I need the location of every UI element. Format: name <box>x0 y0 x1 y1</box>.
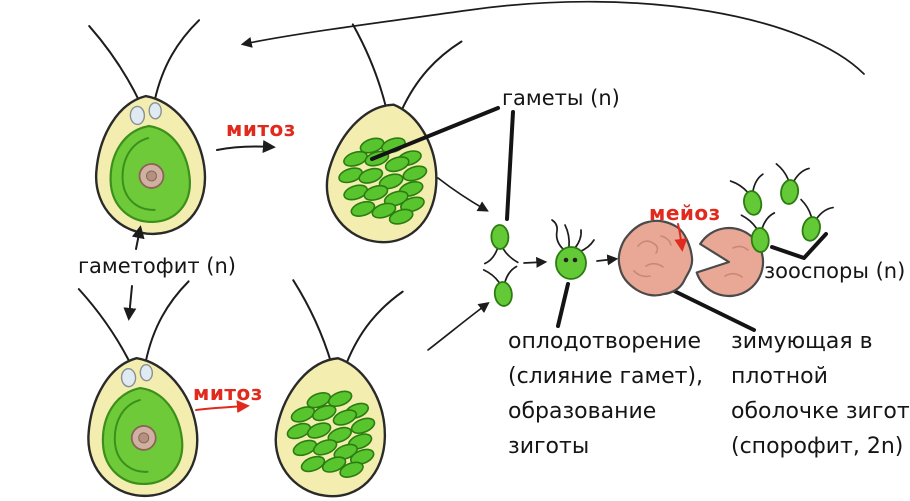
gametophyte-arrow-down <box>123 285 137 321</box>
arrow-gametes-to-fusion <box>523 256 548 268</box>
arrow-fusion-to-zygote <box>596 254 619 266</box>
gametophyte-arrow-up <box>131 225 145 250</box>
zoospore-4 <box>790 198 834 246</box>
arrow-bottomcell-to-gametes <box>427 302 490 351</box>
gamete-filled-cell-bottom <box>268 278 403 501</box>
zoospore-2 <box>770 162 810 207</box>
zoospore-1 <box>729 173 772 220</box>
meiosis-arrow <box>674 223 688 252</box>
cycle-return-arrow <box>240 0 865 75</box>
opened-zygote <box>695 226 765 298</box>
annotation-line: оплодотворение <box>508 329 701 354</box>
annotation-line: зимующая в <box>731 329 873 354</box>
annotation-line: плотной <box>731 364 828 389</box>
label-gametes: гаметы (n) <box>502 86 620 110</box>
zoospores-pointer-line <box>770 232 828 260</box>
arrow-topcell-to-gametes <box>437 177 489 212</box>
mitosis-arrow-bottom <box>195 400 250 414</box>
annotation-line: (спорофит, 2n) <box>731 434 904 459</box>
gamete-top <box>482 223 519 265</box>
annotation-line: образование <box>508 399 657 424</box>
mitosis-arrow-top <box>216 139 276 153</box>
label-zoospores: зооспоры (n) <box>764 259 906 283</box>
annotation-line: зиготы <box>508 434 590 459</box>
annotation-winter-zygote: зимующая в плотной оболочке зигота (спор… <box>731 324 910 464</box>
gametophyte-cell-bottom <box>79 281 200 498</box>
label-mitosis-bottom: митоз <box>193 381 263 405</box>
label-mitosis-top: митоз <box>226 117 296 141</box>
fusing-gametes-cell <box>551 219 595 280</box>
gametes-pointer-line-left <box>370 106 500 161</box>
fertilization-pointer-line <box>556 282 570 328</box>
annotation-line: оболочке зигота <box>731 399 910 424</box>
gametophyte-cell-top <box>89 20 207 236</box>
winter-zygote-pointer-line <box>662 284 756 332</box>
winter-zygote <box>617 219 694 297</box>
gamete-bottom <box>482 265 522 309</box>
gamete-pair <box>482 223 522 309</box>
label-meiosis: мейоз <box>649 201 721 225</box>
label-gametophyte: гаметофит (n) <box>78 254 236 278</box>
annotation-fertilization: оплодотворение (слияние гамет), образова… <box>508 324 703 464</box>
gametes-pointer-line-down <box>505 110 515 221</box>
annotation-line: (слияние гамет), <box>508 364 704 389</box>
gamete-filled-cell-top <box>316 22 462 250</box>
